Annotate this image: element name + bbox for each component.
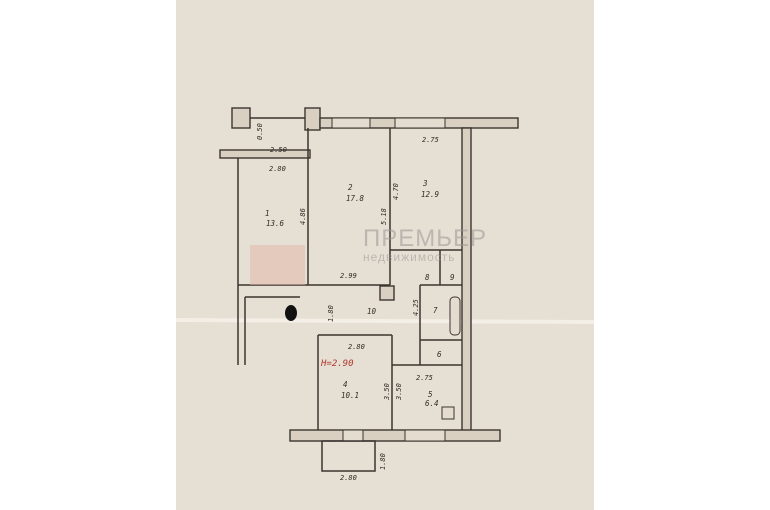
room-2-number: 2 (348, 183, 353, 192)
dim-balcony-width: 2.80 (340, 474, 357, 482)
watermark: ПРЕМЬЕР недвижимость (250, 225, 487, 285)
room-4-area: 10.1 (341, 391, 359, 400)
room-3-number: 3 (422, 179, 428, 188)
paper-sheet (176, 0, 594, 510)
room-3-area: 12.9 (421, 190, 440, 199)
room-9-number: 9 (450, 273, 455, 282)
dim-room1-width: 2.80 (269, 165, 286, 173)
dimension-labels: 0.50 2.50 2.80 4.86 5.18 4.70 2.75 2.99 … (256, 123, 439, 482)
dim-room5-height: 3.50 (395, 383, 403, 401)
dim-room4-width: 2.80 (348, 343, 365, 351)
dim-closet-height: 0.50 (256, 123, 264, 140)
dim-balcony-height: 1.80 (379, 453, 387, 470)
room-4-number: 4 (343, 380, 348, 389)
room-1-number: 1 (265, 209, 270, 218)
room-1-area: 13.6 (266, 219, 285, 228)
ink-blot (285, 305, 297, 321)
dim-room5-width: 2.75 (416, 374, 433, 382)
dim-bath-height: 4.25 (412, 299, 420, 316)
room-5-area: 6.4 (425, 399, 439, 408)
dim-hall-height: 1.80 (327, 305, 335, 322)
watermark-title: ПРЕМЬЕР (363, 225, 487, 252)
room-labels: 1 13.6 2 17.8 3 12.9 4 10.1 5 6.4 6 7 8 … (265, 179, 455, 408)
room-6-number: 6 (437, 350, 442, 359)
dim-room4-height: 3.50 (383, 383, 391, 401)
walls (219, 107, 519, 472)
dim-room3-width: 2.75 (422, 136, 439, 144)
dim-room1-height: 4.86 (299, 208, 307, 225)
dim-room2-width: 2.99 (340, 272, 357, 280)
room-7-number: 7 (433, 306, 438, 315)
room-8-number: 8 (425, 273, 430, 282)
dim-room3-height: 4.70 (392, 183, 400, 200)
room-5-number: 5 (428, 390, 433, 399)
room-10-number: 10 (367, 307, 377, 316)
room-2-area: 17.8 (346, 194, 365, 203)
dim-closet-width: 2.50 (270, 146, 287, 154)
watermark-subtitle: недвижимость (363, 250, 456, 264)
dim-room2-height: 5.18 (380, 208, 388, 225)
ceiling-height: H=2.90 (320, 359, 354, 369)
